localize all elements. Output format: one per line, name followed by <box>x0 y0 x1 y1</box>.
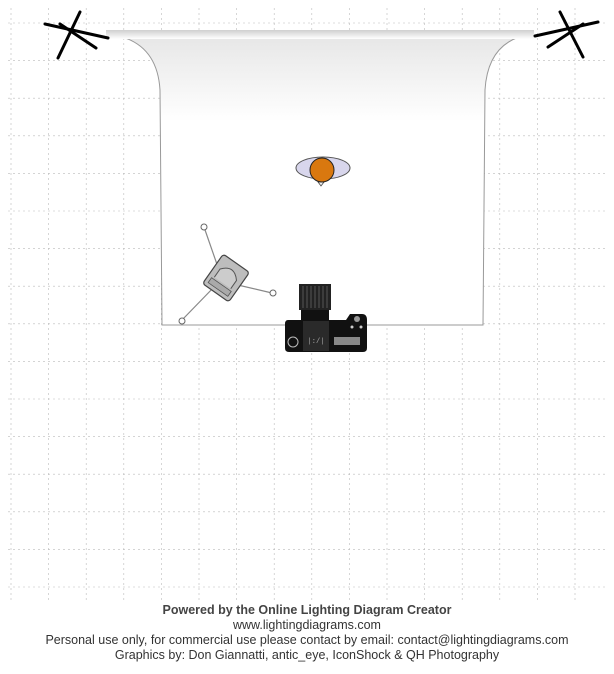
strobe-light-icon <box>178 223 277 325</box>
lighting-diagram-canvas: |:/| <box>8 8 606 602</box>
camera-icon: |:/| <box>285 284 367 352</box>
footer-title: Powered by the Online Lighting Diagram C… <box>162 603 452 617</box>
svg-text:|:/|: |:/| <box>308 338 325 346</box>
subject-person-icon <box>295 156 351 187</box>
backdrop-stand-left-icon <box>43 10 110 60</box>
backdrop-stand-right-icon <box>533 10 600 59</box>
footer: Powered by the Online Lighting Diagram C… <box>0 603 614 663</box>
footer-license-text: Personal use only, for commercial use pl… <box>45 633 569 647</box>
footer-website-link[interactable]: www.lightingdiagrams.com <box>233 618 381 632</box>
footer-credits: Graphics by: Don Giannatti, antic_eye, I… <box>114 648 500 662</box>
